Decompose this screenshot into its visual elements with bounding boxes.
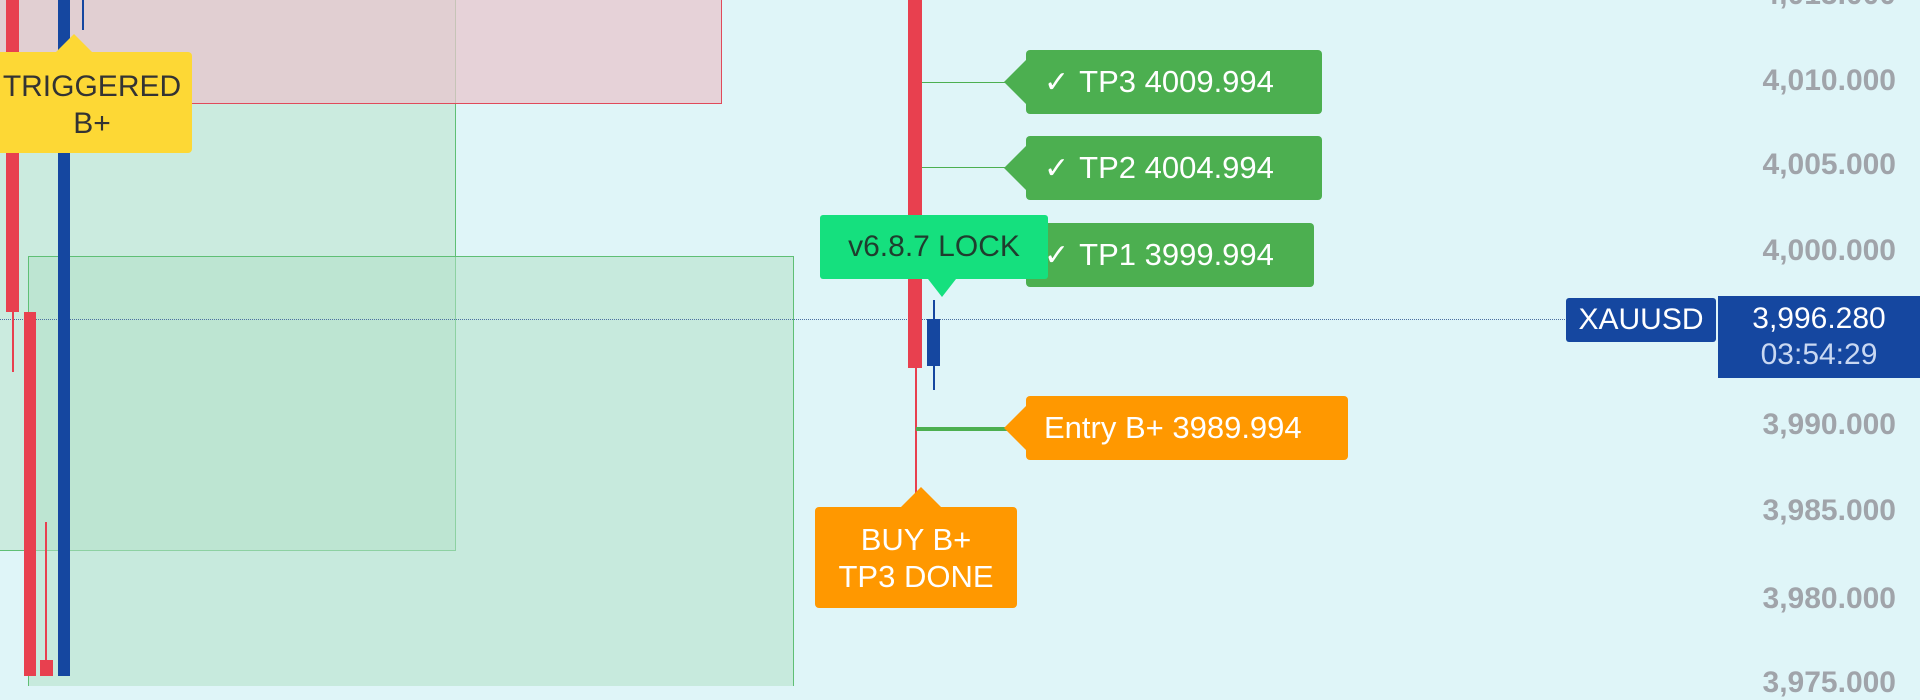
- check-icon: ✓: [1044, 239, 1070, 272]
- candle-bear: [24, 312, 36, 676]
- price-axis-label: 4,000.000: [1762, 234, 1896, 267]
- triggered-callout[interactable]: TRIGGERED B+: [0, 34, 192, 153]
- lock-callout[interactable]: v6.8.7 LOCK: [820, 215, 1048, 297]
- tp3-tag[interactable]: ✓ TP3 4009.994: [1004, 50, 1322, 114]
- buy-signal-line2: TP3 DONE: [838, 559, 994, 594]
- check-icon: ✓: [1044, 152, 1070, 185]
- tp2-label: TP2 4004.994: [1079, 150, 1274, 185]
- price-axis-label: 3,990.000: [1762, 408, 1896, 441]
- candle-bull-current: [927, 319, 940, 366]
- tp3-label: TP3 4009.994: [1079, 64, 1274, 99]
- tp3-line: [922, 82, 1022, 83]
- price-axis-label: 3,980.000: [1762, 582, 1896, 615]
- entry-label: Entry B+ 3989.994: [1044, 410, 1302, 445]
- entry-line: [916, 427, 1020, 431]
- price-axis-label: 4,005.000: [1762, 148, 1896, 181]
- triggered-line1: TRIGGERED: [2, 70, 182, 103]
- candle-wick: [45, 522, 47, 676]
- bar-countdown: 03:54:29: [1760, 338, 1878, 371]
- candle-bear-large: [908, 0, 922, 368]
- entry-tag[interactable]: Entry B+ 3989.994: [1004, 396, 1348, 460]
- tp2-line: [922, 167, 1022, 168]
- current-price-line: [0, 319, 1565, 320]
- candle-wick: [915, 368, 917, 508]
- buy-signal-line1: BUY B+: [860, 522, 972, 557]
- symbol-badge[interactable]: XAUUSD: [1566, 298, 1716, 342]
- lock-label: v6.8.7 LOCK: [848, 230, 1020, 263]
- tp1-label: TP1 3999.994: [1079, 237, 1274, 272]
- price-axis-label: 3,975.000: [1762, 666, 1896, 699]
- triggered-line2: B+: [73, 107, 111, 140]
- candle-bear: [6, 0, 19, 312]
- buy-signal-callout[interactable]: BUY B+ TP3 DONE: [815, 487, 1017, 608]
- candle-bear: [40, 660, 53, 676]
- tp1-tag[interactable]: ✓ TP1 3999.994: [1004, 223, 1314, 287]
- price-axis-label: 3,985.000: [1762, 494, 1896, 527]
- check-icon: ✓: [1044, 66, 1070, 99]
- demand-zone-lower: [28, 256, 794, 686]
- candle-wick: [12, 312, 14, 372]
- price-axis-label: 4,010.000: [1762, 64, 1896, 97]
- price-axis-label: 4,015.000: [1696, 0, 1896, 12]
- current-price-value: 3,996.280: [1752, 302, 1886, 335]
- tp2-tag[interactable]: ✓ TP2 4004.994: [1004, 136, 1322, 200]
- candle-wick: [82, 0, 84, 30]
- current-price-badge: 3,996.280 03:54:29: [1718, 296, 1920, 378]
- candle-bull: [58, 0, 70, 676]
